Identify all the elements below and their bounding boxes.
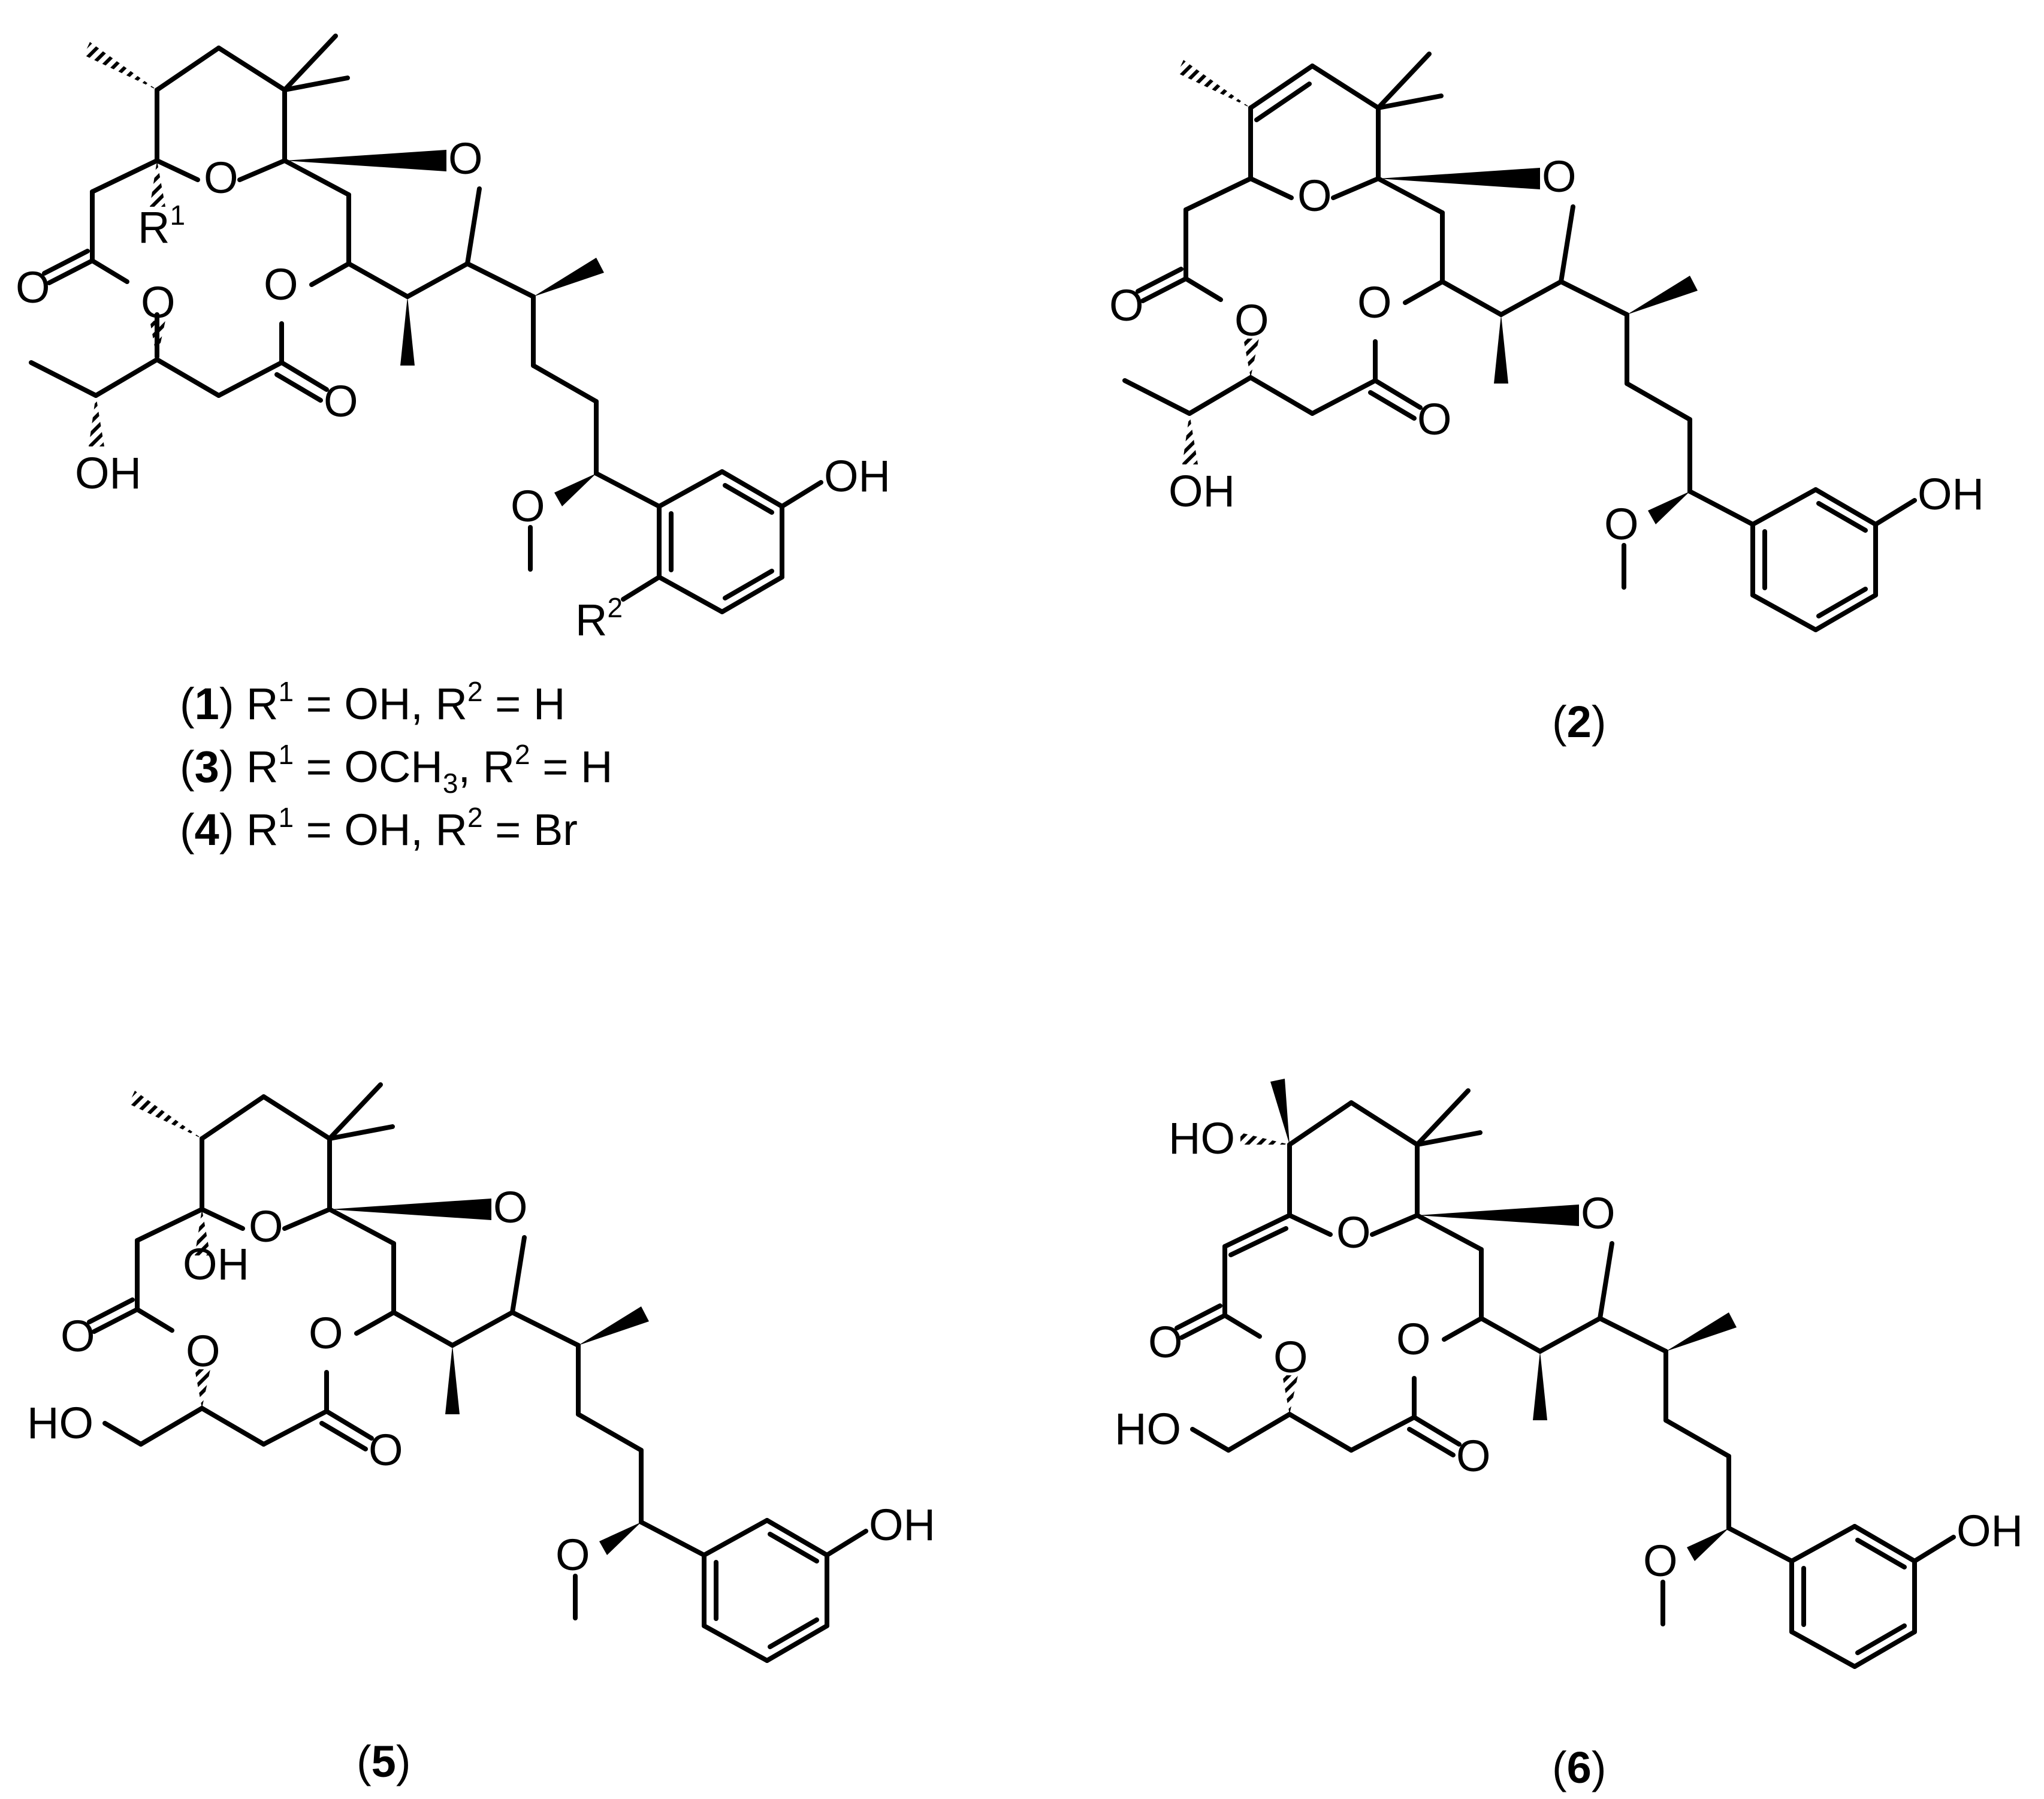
atom-oh: OH (824, 451, 890, 501)
atom-o: O (1456, 1431, 1491, 1481)
atom-o: O (61, 1311, 95, 1361)
atom-o: O (186, 1326, 221, 1376)
atom-o: O (1297, 171, 1332, 221)
structure-5: O O O O O O OH HO OH O (5) (27, 1082, 935, 1786)
atom-o: O (16, 262, 50, 312)
atom-oh: OH (1169, 466, 1235, 516)
atom-o: O (511, 481, 545, 531)
atom-oh: OH (75, 448, 141, 498)
atom-o: O (1336, 1208, 1371, 1257)
atom-ho: HO (27, 1398, 93, 1448)
atom-o: O (1234, 295, 1269, 345)
atom-o: O (1357, 277, 1392, 327)
atom-o: O (1148, 1317, 1183, 1367)
atom-r1: R1 (138, 200, 185, 252)
caption-line-3: (3) R1 = OCH3, R2 = H (180, 739, 612, 799)
atom-o: O (1542, 152, 1577, 201)
caption-5: (5) (357, 1737, 410, 1786)
atom-ho: HO (1169, 1113, 1235, 1163)
atom-o: O (141, 277, 176, 327)
atom-oh: OH (869, 1500, 935, 1550)
atom-oh: OH (1918, 469, 1984, 519)
atom-o: O (1417, 394, 1452, 444)
atom-o: O (1604, 499, 1639, 549)
atom-r2: R2 (575, 592, 623, 645)
atom-o: O (1643, 1536, 1678, 1586)
atom-o: O (555, 1530, 590, 1580)
caption-2: (2) (1552, 697, 1606, 747)
atom-o: O (204, 153, 238, 203)
atom-o: O (369, 1425, 403, 1475)
atom-oh: OH (1957, 1506, 2023, 1556)
atom-o: O (309, 1308, 343, 1358)
structure-6: O O O O O O HO HO OH O (6) (1115, 1079, 2023, 1792)
atom-o: O (1109, 280, 1144, 330)
atom-ho: HO (1115, 1404, 1181, 1454)
caption-6: (6) (1552, 1743, 1606, 1792)
atom-o: O (324, 376, 358, 426)
atom-o: O (264, 259, 298, 309)
caption-line-1: (1) R1 = OH, R2 = H (180, 676, 565, 729)
atom-o: O (249, 1202, 283, 1251)
structure-1-3-4: O O O O O O OH OH O R1 R2 (1) R1 = OH, R… (16, 34, 890, 855)
structure-2: O O O O O O OH OH O (2) (1109, 52, 1984, 747)
atom-oh: OH (183, 1239, 249, 1289)
atom-o: O (1396, 1314, 1431, 1364)
atom-o: O (493, 1182, 528, 1232)
atom-o: O (448, 134, 483, 183)
atom-o: O (1581, 1188, 1616, 1238)
caption-line-4: (4) R1 = OH, R2 = Br (180, 802, 578, 855)
atom-o: O (1273, 1332, 1308, 1382)
